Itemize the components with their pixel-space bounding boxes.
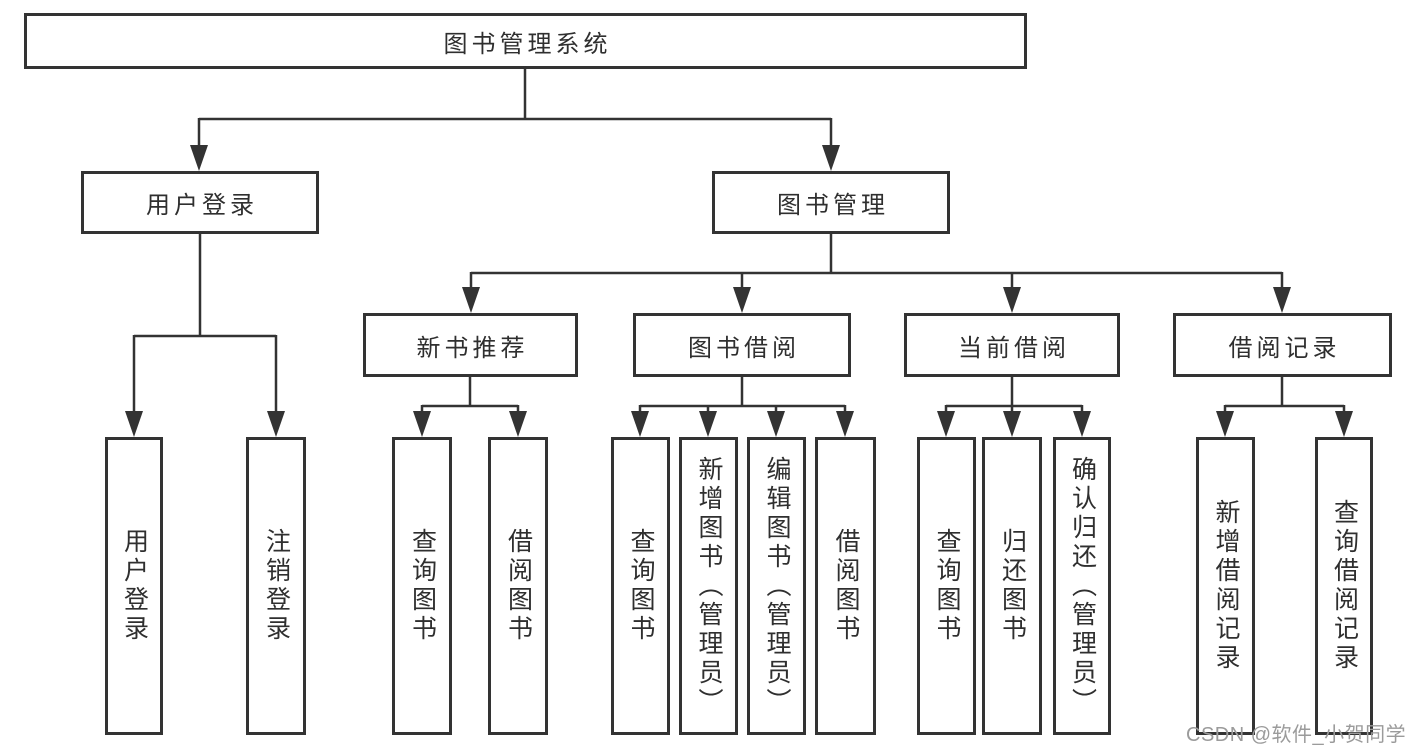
leaf-label: 查询图书 bbox=[627, 528, 655, 644]
node-borrow-records: 借阅记录 bbox=[1173, 313, 1392, 377]
node-label: 新书推荐 bbox=[416, 334, 529, 362]
leaf-add-borrow-record: 新增借阅记录 bbox=[1196, 437, 1255, 735]
node-book-borrow: 图书借阅 bbox=[633, 313, 851, 377]
csdn-watermark: CSDN @软件_小贺同学 bbox=[1186, 724, 1405, 746]
connector-user-login bbox=[125, 234, 285, 437]
leaf-label: 归还图书 bbox=[998, 528, 1027, 644]
leaf-search-borrow-record: 查询借阅记录 bbox=[1315, 437, 1373, 735]
node-label: 借阅记录 bbox=[1228, 334, 1341, 362]
leaf-user-login: 用户登录 bbox=[105, 437, 163, 735]
leaf-label: 借阅图书 bbox=[504, 528, 533, 644]
connector-root bbox=[190, 69, 840, 171]
leaf-borrow-books: 借阅图书 bbox=[815, 437, 876, 735]
node-user-login: 用户登录 bbox=[81, 171, 319, 234]
leaf-borrow-books-recommend: 借阅图书 bbox=[488, 437, 548, 735]
connector-book-borrow bbox=[631, 377, 854, 437]
connector-new-book-recommend bbox=[413, 377, 527, 437]
leaf-label: 借阅图书 bbox=[832, 528, 860, 644]
leaf-return-book: 归还图书 bbox=[982, 437, 1042, 735]
leaf-label: 用户登录 bbox=[120, 528, 149, 644]
leaf-add-book-admin: 新增图书（管理员） bbox=[679, 437, 738, 735]
node-new-book-recommend: 新书推荐 bbox=[363, 313, 578, 377]
leaf-search-books-recommend: 查询图书 bbox=[392, 437, 452, 735]
node-label: 图书管理 bbox=[777, 192, 889, 219]
leaf-label: 注销登录 bbox=[262, 528, 291, 644]
connector-current-borrow bbox=[937, 377, 1091, 437]
leaf-label: 查询图书 bbox=[933, 528, 961, 644]
node-label: 用户登录 bbox=[146, 192, 258, 219]
leaf-edit-book-admin: 编辑图书（管理员） bbox=[747, 437, 806, 735]
leaf-label: 查询图书 bbox=[408, 528, 437, 644]
leaf-label: 新增图书（管理员） bbox=[695, 455, 723, 717]
leaf-logout: 注销登录 bbox=[246, 437, 306, 735]
leaf-label: 确认归还（管理员） bbox=[1068, 455, 1097, 717]
connector-book-management bbox=[462, 234, 1291, 313]
leaf-confirm-return-admin: 确认归还（管理员） bbox=[1053, 437, 1111, 735]
leaf-label: 查询借阅记录 bbox=[1330, 499, 1359, 673]
node-root-system: 图书管理系统 bbox=[24, 13, 1027, 69]
node-book-management: 图书管理 bbox=[712, 171, 950, 234]
node-label: 图书借阅 bbox=[688, 334, 800, 362]
leaf-search-books-borrow: 查询图书 bbox=[611, 437, 670, 735]
node-label: 当前借阅 bbox=[958, 334, 1070, 362]
connector-borrow-records bbox=[1216, 377, 1353, 437]
leaf-search-books-current: 查询图书 bbox=[917, 437, 976, 735]
leaf-label: 新增借阅记录 bbox=[1212, 499, 1240, 673]
leaf-label: 编辑图书（管理员） bbox=[763, 455, 791, 717]
node-current-borrow: 当前借阅 bbox=[904, 313, 1120, 377]
node-label: 图书管理系统 bbox=[443, 30, 612, 58]
